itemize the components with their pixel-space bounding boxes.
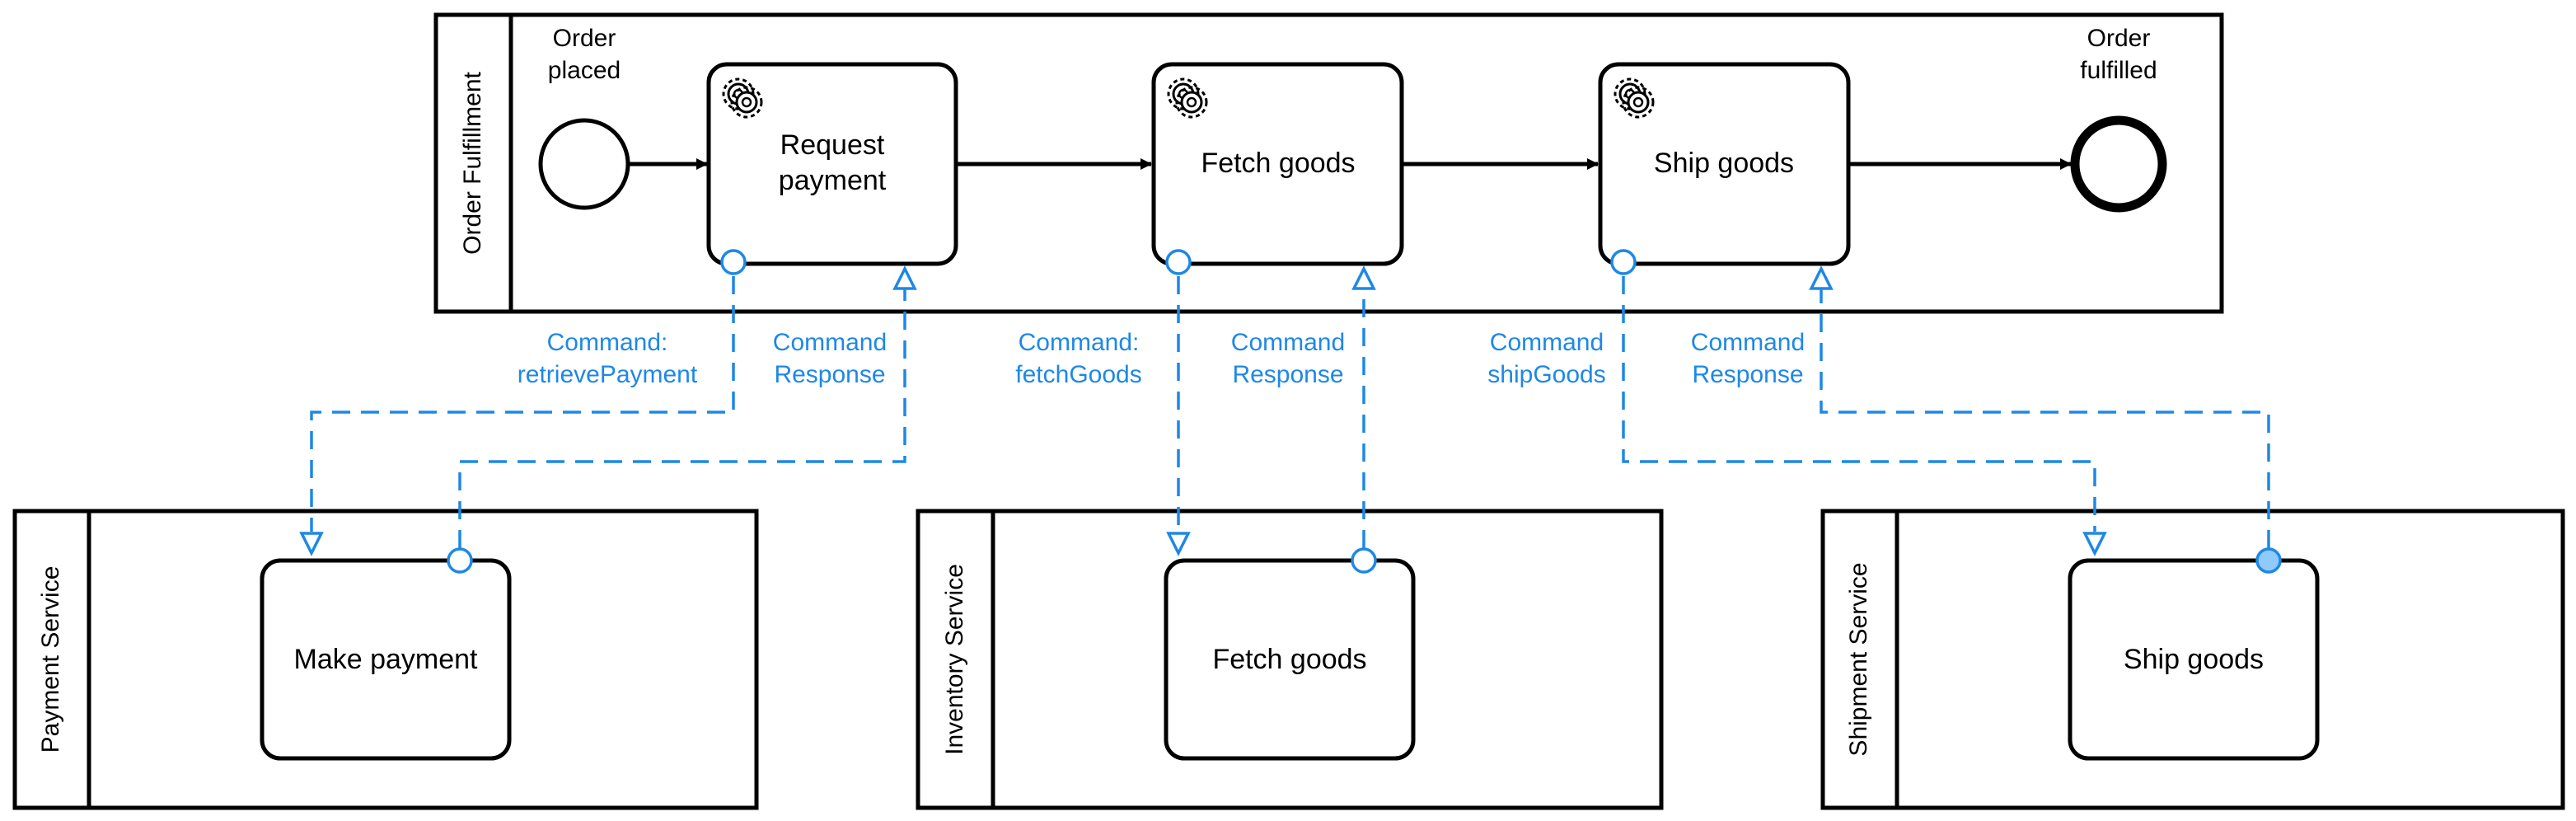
start-event-label-line1: Order	[553, 25, 616, 52]
message-origin-fetch-goods-service	[1351, 547, 1377, 574]
message-label-fetch-response-line1: Command	[1231, 329, 1345, 356]
message-flow-ship-goods	[1622, 276, 2096, 532]
message-origin-make-payment	[447, 547, 473, 574]
message-label-ship-response-line2: Response	[1692, 361, 1803, 388]
pool-title-order-fulfillment: Order Fulfillment	[459, 71, 486, 254]
task-ship-goods[interactable]	[1598, 62, 1851, 266]
task-make-payment-label: Make payment	[294, 644, 479, 675]
start-event-label-line2: placed	[548, 57, 621, 84]
task-ship-goods-label: Ship goods	[1654, 148, 1794, 179]
gear-icon	[730, 86, 763, 119]
message-label-retrieve-payment-line2: retrievePayment	[518, 361, 698, 388]
task-request-payment-label-line2: payment	[779, 165, 887, 196]
gear-icon	[1622, 86, 1655, 119]
task-ship-goods-service-label: Ship goods	[2124, 644, 2264, 675]
gear-icon	[1175, 86, 1208, 119]
message-origin-ship-goods-service	[2255, 547, 2282, 574]
message-labels: Command: retrievePayment Command Respons…	[518, 329, 1805, 388]
task-request-payment[interactable]	[706, 62, 958, 266]
task-fetch-goods-service-label: Fetch goods	[1212, 644, 1366, 675]
task-fetch-goods-service[interactable]	[1164, 558, 1416, 761]
arrowhead-down-inventory	[1166, 532, 1191, 556]
message-origin-fetch-goods	[1165, 249, 1192, 275]
task-fetch-goods[interactable]	[1151, 62, 1404, 266]
message-label-fetch-response-line2: Response	[1232, 361, 1343, 388]
arrowhead-down-shipment	[2082, 532, 2107, 556]
message-label-ship-goods-line2: shipGoods	[1487, 361, 1605, 388]
message-origin-request-payment	[720, 249, 747, 275]
message-label-ship-goods-line1: Command	[1490, 329, 1604, 356]
pool-title-shipment-service: Shipment Service	[1845, 562, 1872, 756]
message-label-payment-response-line1: Command	[773, 329, 887, 356]
arrowhead-up-ship	[1809, 265, 1834, 290]
pool-order-fulfillment: Order Fulfillment	[433, 12, 2224, 314]
task-fetch-goods-label: Fetch goods	[1201, 148, 1355, 179]
message-flow-payment-response	[458, 282, 906, 548]
pool-title-inventory-service: Inventory Service	[941, 564, 968, 755]
arrowhead-up-fetch	[1351, 265, 1376, 290]
message-arrowheads	[299, 265, 2107, 556]
end-event-label-line1: Order	[2087, 25, 2151, 52]
message-flow-retrieve-payment	[310, 276, 735, 532]
pool-inventory-service: Inventory Service	[916, 509, 1664, 810]
task-ship-goods-service[interactable]	[2068, 558, 2320, 761]
message-label-ship-response-line1: Command	[1691, 329, 1805, 356]
end-event[interactable]	[2070, 115, 2167, 213]
end-event-label-line2: fulfilled	[2080, 57, 2157, 84]
message-label-payment-response-line2: Response	[774, 361, 885, 388]
task-request-payment-label-line1: Request	[780, 129, 885, 161]
message-label-fetch-goods-line2: fetchGoods	[1015, 361, 1141, 388]
message-origin-ship-goods	[1610, 249, 1637, 275]
message-flows	[310, 276, 2270, 548]
start-event[interactable]	[538, 118, 630, 210]
pool-shipment-service: Shipment Service	[1820, 509, 2565, 810]
pool-title-payment-service: Payment Service	[37, 566, 64, 753]
arrowhead-down-payment	[299, 532, 324, 556]
message-origins	[447, 249, 2282, 574]
message-flow-ship-response	[1820, 282, 2270, 548]
pool-payment-service: Payment Service	[12, 509, 759, 810]
message-label-fetch-goods-line1: Command:	[1019, 329, 1140, 356]
message-label-retrieve-payment-line1: Command:	[547, 329, 668, 356]
task-make-payment[interactable]	[260, 558, 512, 761]
arrowhead-up-request	[892, 265, 917, 290]
